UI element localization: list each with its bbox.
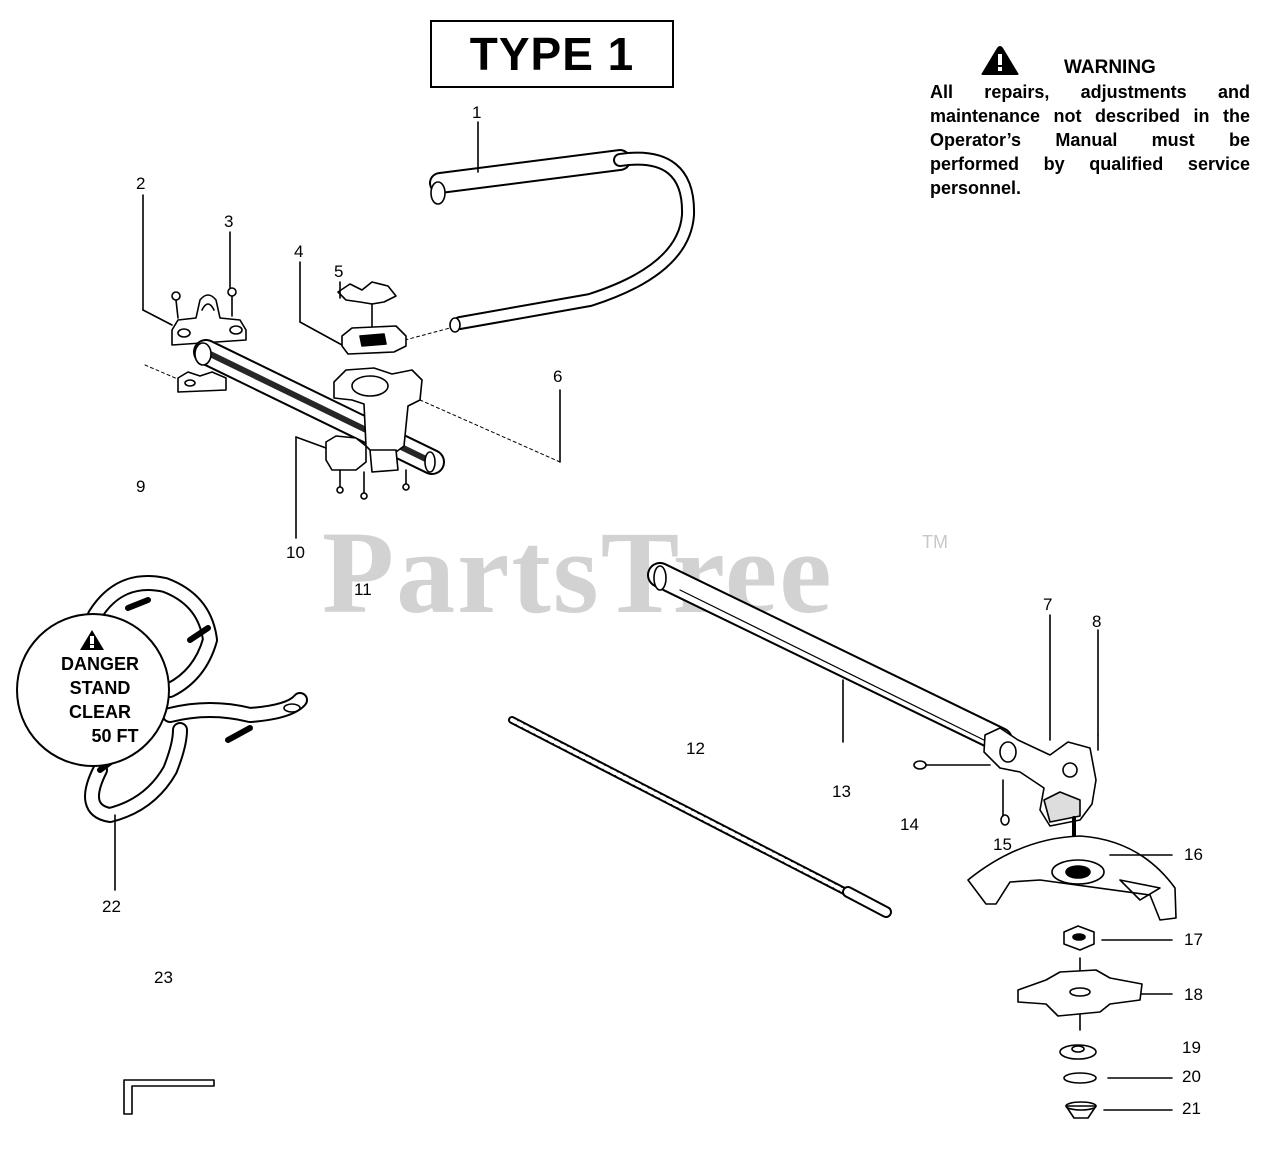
callout-1: 1: [472, 103, 482, 122]
diagram-title: TYPE 1: [430, 20, 674, 88]
callout-14: 14: [900, 815, 919, 834]
part-nut: [1063, 925, 1173, 951]
warning-text: All repairs, adjustments and maintenance…: [930, 82, 1250, 198]
callout-4: 4: [294, 242, 304, 261]
callout-13: 13: [832, 782, 851, 801]
callout-3: 3: [224, 212, 234, 231]
part-handle-loop: [404, 121, 696, 341]
part-knob-bracket: [299, 261, 407, 355]
callout-15: 15: [993, 835, 1012, 854]
callout-8: 8: [1092, 612, 1102, 631]
callout-9: 9: [136, 477, 146, 496]
callout-5: 5: [334, 262, 344, 281]
part-blade: [1017, 957, 1173, 1031]
danger-line-1: DANGER: [60, 654, 139, 674]
callout-2: 2: [136, 174, 146, 193]
warning-notice: WARNING All repairs, adjustments and mai…: [930, 40, 1250, 200]
part-hex-wrench: [123, 1079, 215, 1115]
callout-20: 20: [1182, 1067, 1201, 1086]
part-gear-head: [983, 614, 1099, 842]
part-harness: [16, 575, 308, 891]
callout-10: 10: [286, 543, 305, 562]
trademark-mark: TM: [922, 532, 948, 552]
danger-label: DANGER STAND CLEAR 50 FT: [32, 652, 168, 748]
part-washers: [1059, 1044, 1173, 1119]
callout-17: 17: [1184, 930, 1203, 949]
callout-19: 19: [1182, 1038, 1201, 1057]
part-screws: [913, 760, 1010, 826]
part-clamp-body: [295, 367, 561, 539]
callout-18: 18: [1184, 985, 1203, 1004]
callout-22: 22: [102, 897, 121, 916]
callout-7: 7: [1043, 595, 1053, 614]
warning-header: WARNING: [930, 40, 1250, 80]
part-flex-shaft: [508, 716, 892, 918]
part-guard: [967, 835, 1177, 921]
danger-line-4: 50 FT: [91, 726, 139, 746]
part-drive-tube: [647, 562, 1013, 753]
callout-23: 23: [154, 968, 173, 987]
danger-line-2: STAND: [69, 678, 131, 698]
warning-triangle-icon: [981, 46, 1019, 75]
part-clamp-upper: [142, 194, 247, 346]
warning-heading: WARNING: [1064, 57, 1156, 78]
callout-11: 11: [354, 580, 372, 599]
callout-21: 21: [1182, 1099, 1201, 1118]
callout-16: 16: [1184, 845, 1203, 864]
callout-6: 6: [553, 367, 563, 386]
danger-line-3: CLEAR: [69, 702, 131, 722]
callout-12: 12: [686, 739, 705, 758]
part-clamp-lower-left: [144, 364, 227, 393]
